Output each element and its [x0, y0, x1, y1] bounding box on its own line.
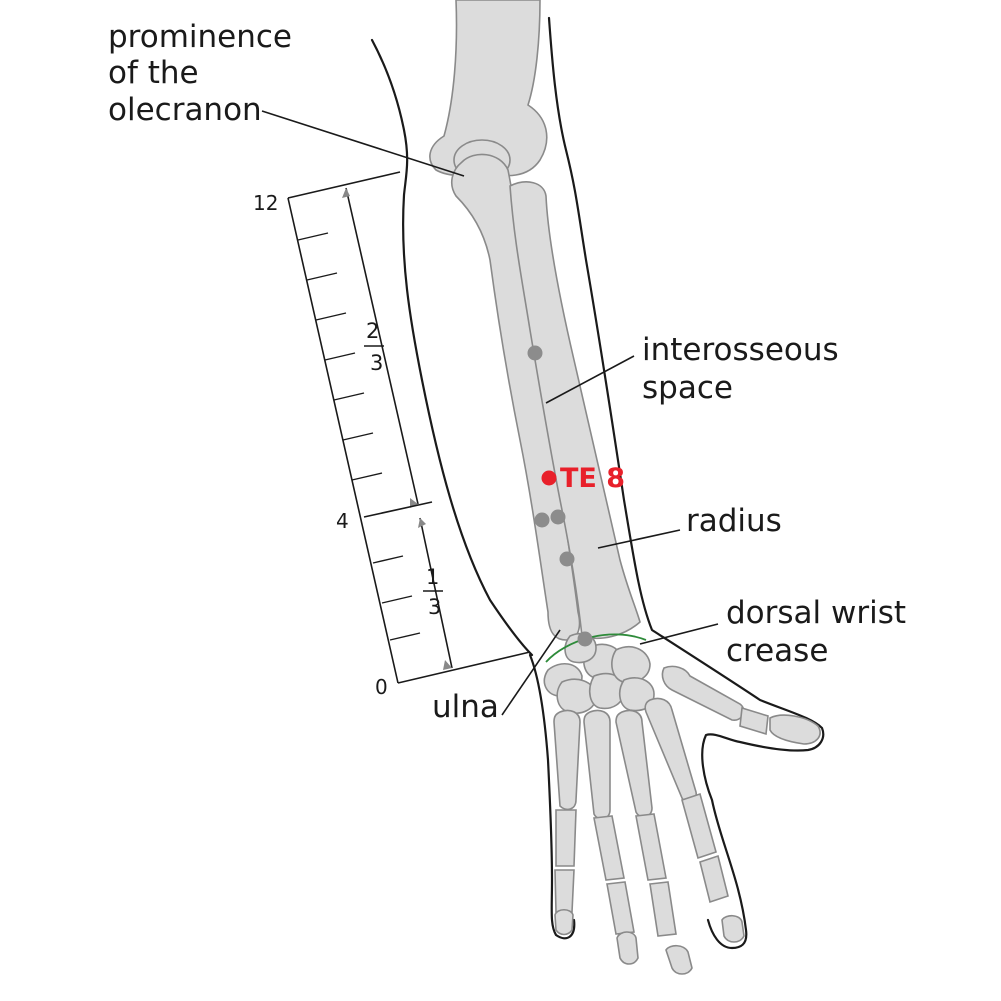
- fraction-two-thirds-denominator: 3: [370, 351, 383, 375]
- label-interosseous-line-1: interosseous: [642, 332, 839, 368]
- fraction-one-third-denominator: 3: [428, 595, 441, 619]
- fraction-one-third-numerator: 1: [426, 565, 439, 589]
- acupoint-gray: [559, 551, 575, 567]
- fraction-one-third: 1 3: [423, 565, 443, 619]
- arm-skin-outline: [370, 16, 825, 950]
- metacarpal-bones: [553, 665, 745, 820]
- label-ulna: ulna: [432, 689, 499, 725]
- label-dorsal-wrist-crease-line-2: crease: [726, 633, 828, 669]
- scale-mark-4: 4: [336, 509, 349, 533]
- fraction-two-thirds: 2 3: [364, 319, 384, 375]
- label-interosseous-line-2: space: [642, 370, 733, 406]
- acupoint-te8-label: TE 8: [560, 463, 625, 494]
- scale-ticks: [297, 232, 421, 641]
- acupoint-gray: [527, 345, 543, 361]
- fraction-two-thirds-numerator: 2: [366, 319, 379, 343]
- acupoint-te8-marker: [541, 470, 557, 486]
- label-dorsal-wrist-crease-line-1: dorsal wrist: [726, 595, 906, 631]
- label-olecranon-line-2: of the: [108, 55, 199, 91]
- proportional-scale: 12 4 0 2 3 1 3: [253, 171, 531, 699]
- label-dorsal-wrist-crease: dorsal wrist crease: [726, 595, 906, 669]
- humerus-bone: [429, 0, 548, 181]
- carpal-bones: [543, 632, 655, 714]
- acupoint-gray: [534, 512, 550, 528]
- label-interosseous-space: interosseous space: [642, 332, 839, 406]
- label-olecranon-line-3: olecranon: [108, 92, 262, 128]
- label-radius: radius: [686, 503, 782, 539]
- acupoint-gray: [550, 509, 566, 525]
- acupoint-gray: [577, 631, 593, 647]
- acupoints: [527, 345, 593, 647]
- scale-mark-12: 12: [253, 191, 278, 215]
- phalanges: [554, 706, 821, 975]
- leader-lines: [261, 110, 719, 716]
- label-olecranon: prominence of the olecranon: [108, 19, 292, 128]
- label-olecranon-line-1: prominence: [108, 19, 292, 55]
- scale-mark-0: 0: [375, 675, 388, 699]
